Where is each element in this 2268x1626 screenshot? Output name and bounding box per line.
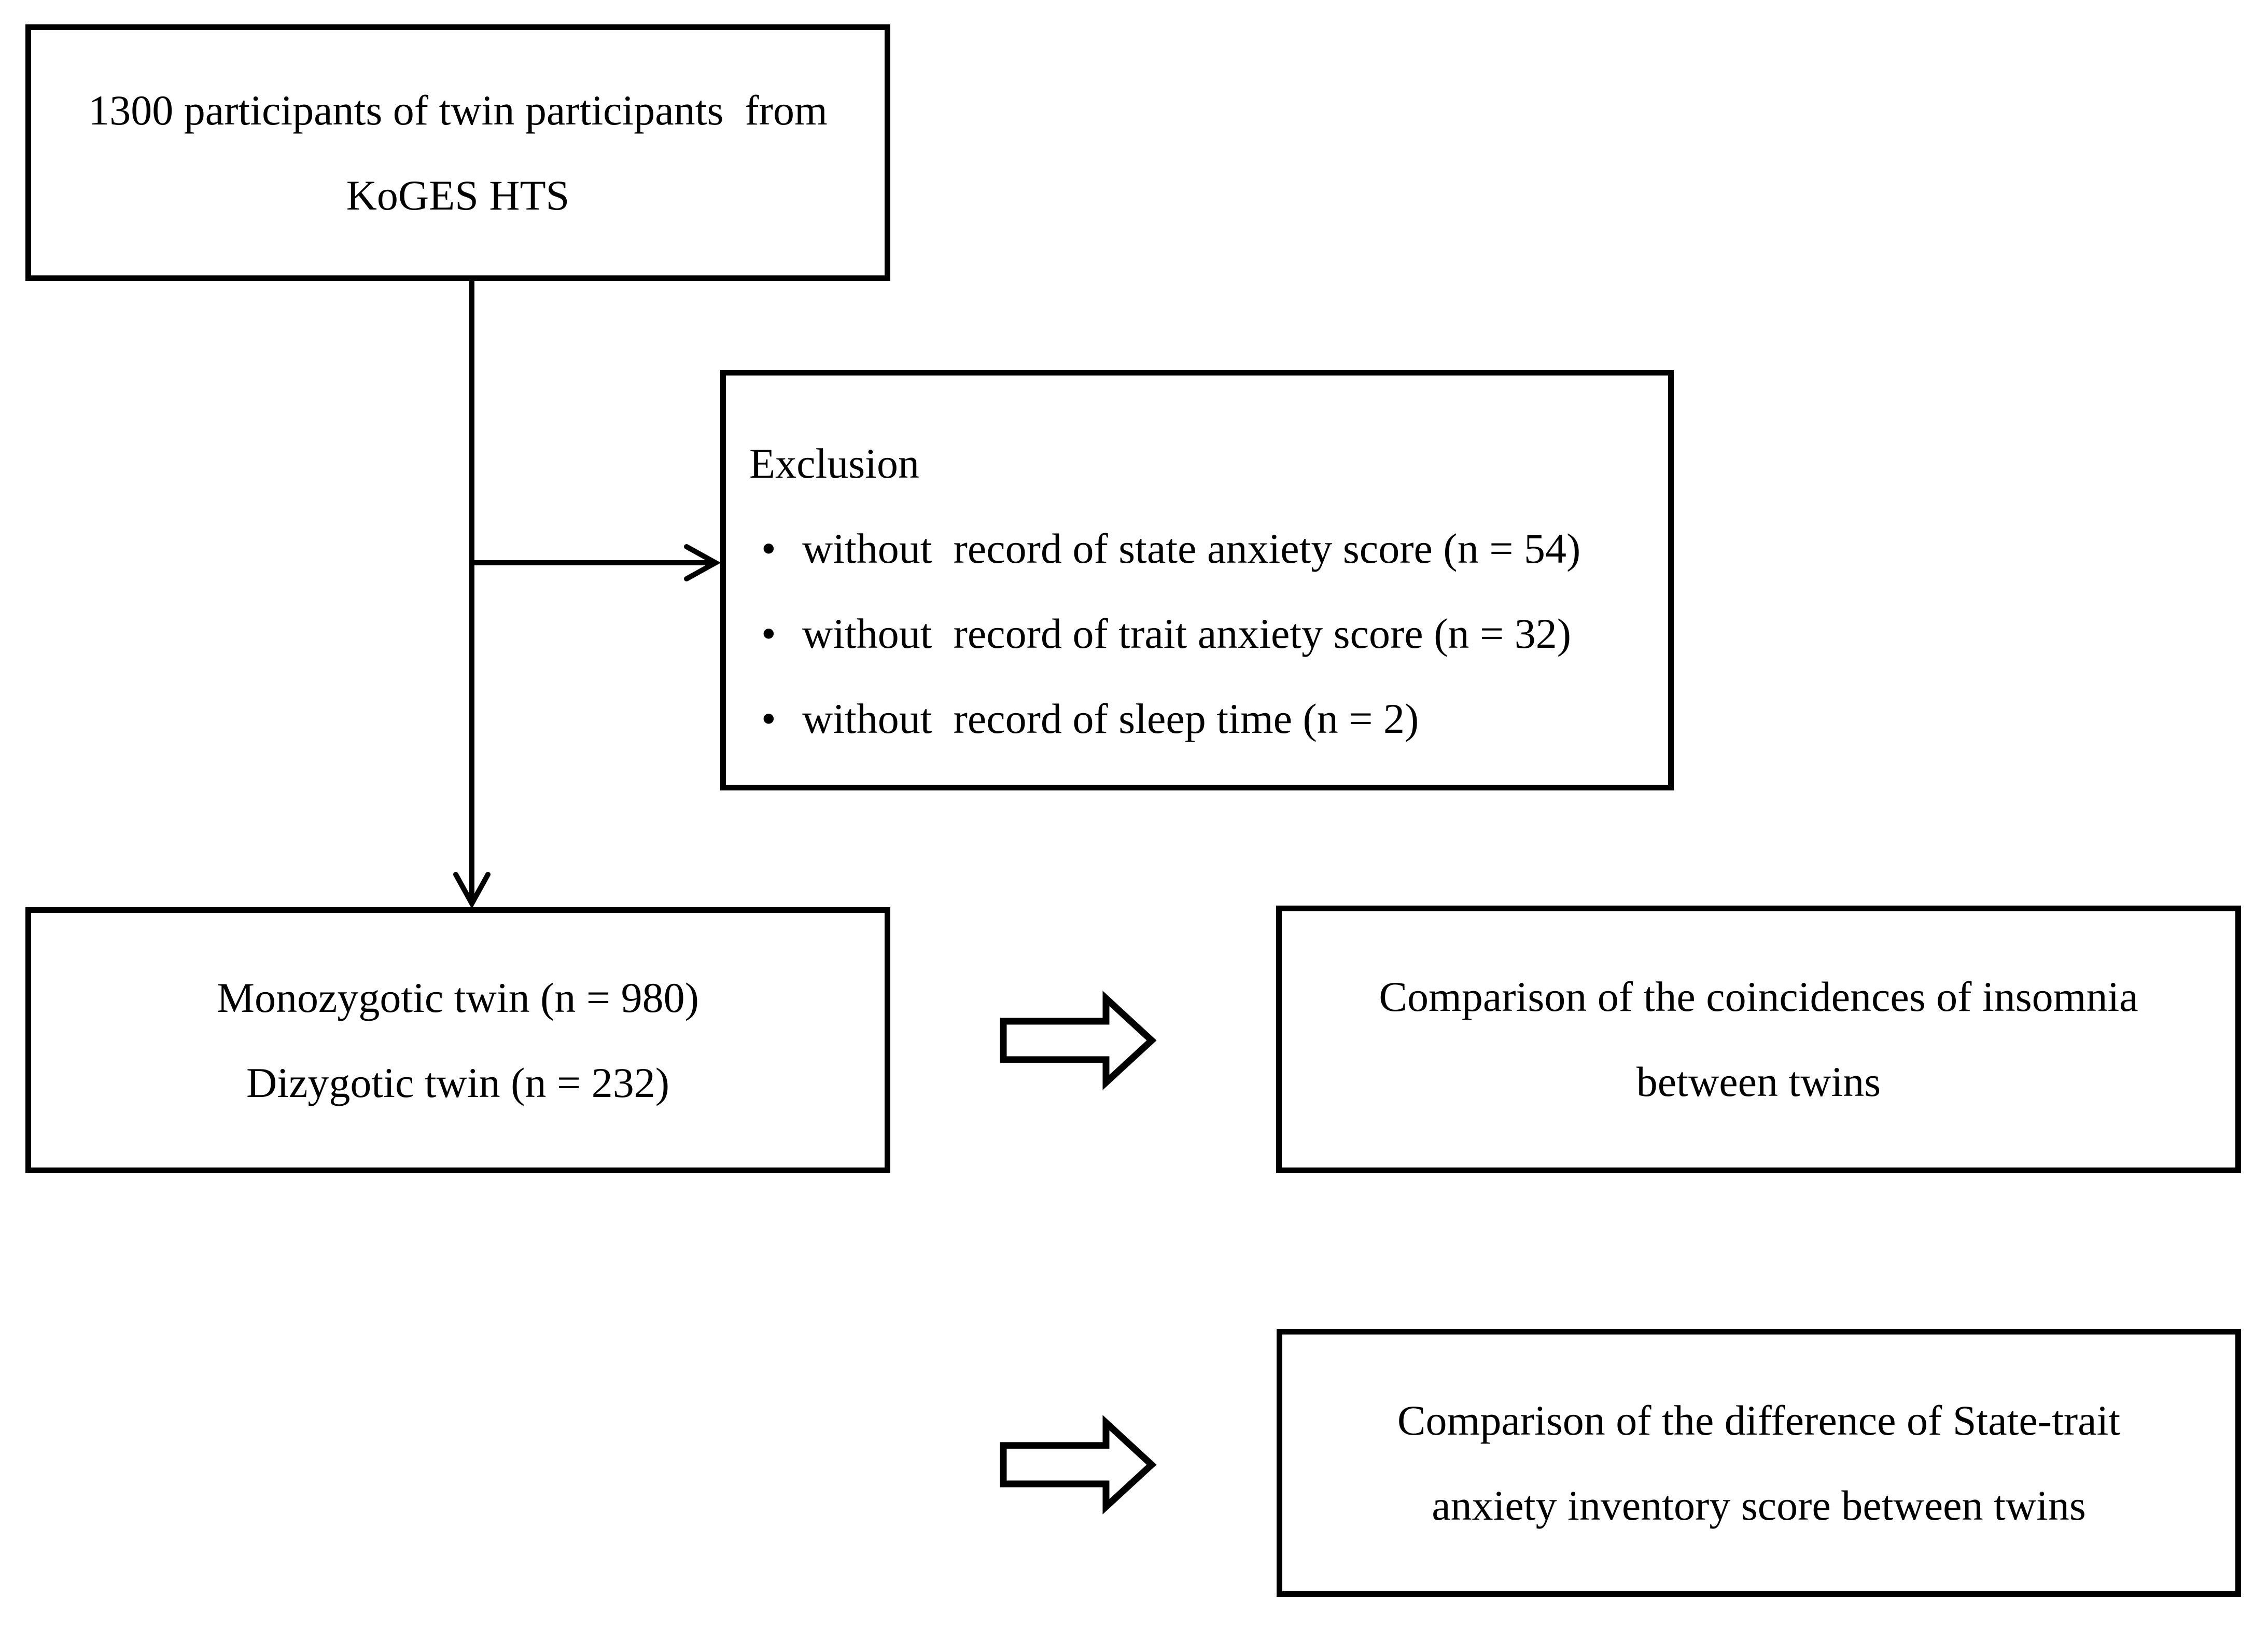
exclusion-item: • without record of state anxiety score … bbox=[761, 506, 1580, 591]
exclusion-box: Exclusion • without record of state anxi… bbox=[720, 370, 1674, 790]
outcome-insomnia-line-2: between twins bbox=[1636, 1058, 1881, 1105]
source-population-line-2: KoGES HTS bbox=[346, 171, 570, 219]
exclusion-item: • without record of sleep time (n = 2) bbox=[761, 676, 1419, 761]
exclusion-title: Exclusion bbox=[749, 440, 919, 487]
exclusion-item-text: without record of trait anxiety score (n… bbox=[802, 610, 1572, 657]
outcome-insomnia-line-1: Comparison of the coincidences of insomn… bbox=[1379, 973, 2138, 1020]
source-population-box: 1300 participants of twin participants f… bbox=[25, 24, 890, 281]
outcome-stai-box: Comparison of the difference of State-tr… bbox=[1277, 1329, 2241, 1597]
cohort-line-dizygotic: Dizygotic twin (n = 232) bbox=[246, 1059, 669, 1106]
exclusion-item-text: without record of state anxiety score (n… bbox=[802, 525, 1581, 572]
outcome-insomnia-box: Comparison of the coincidences of insomn… bbox=[1276, 906, 2241, 1173]
source-population-line-1: 1300 participants of twin participants f… bbox=[88, 86, 828, 134]
exclusion-item: • without record of trait anxiety score … bbox=[761, 591, 1571, 676]
block-right-arrow-insomnia-icon bbox=[1000, 991, 1157, 1090]
cohort-box: Monozygotic twin (n = 980) Dizygotic twi… bbox=[25, 907, 890, 1173]
outcome-stai-line-2: anxiety inventory score between twins bbox=[1432, 1481, 2086, 1529]
block-right-arrow-stai-icon bbox=[1000, 1415, 1157, 1514]
outcome-stai-line-1: Comparison of the difference of State-tr… bbox=[1397, 1396, 2121, 1444]
bullet-icon: • bbox=[761, 695, 776, 742]
bullet-icon: • bbox=[761, 610, 776, 657]
bullet-icon: • bbox=[761, 525, 776, 572]
cohort-line-monozygotic: Monozygotic twin (n = 980) bbox=[217, 974, 699, 1021]
exclusion-connector-arrowhead-icon bbox=[684, 544, 721, 581]
down-connector-arrowhead-icon bbox=[453, 872, 491, 909]
exclusion-item-text: without record of sleep time (n = 2) bbox=[802, 695, 1419, 742]
